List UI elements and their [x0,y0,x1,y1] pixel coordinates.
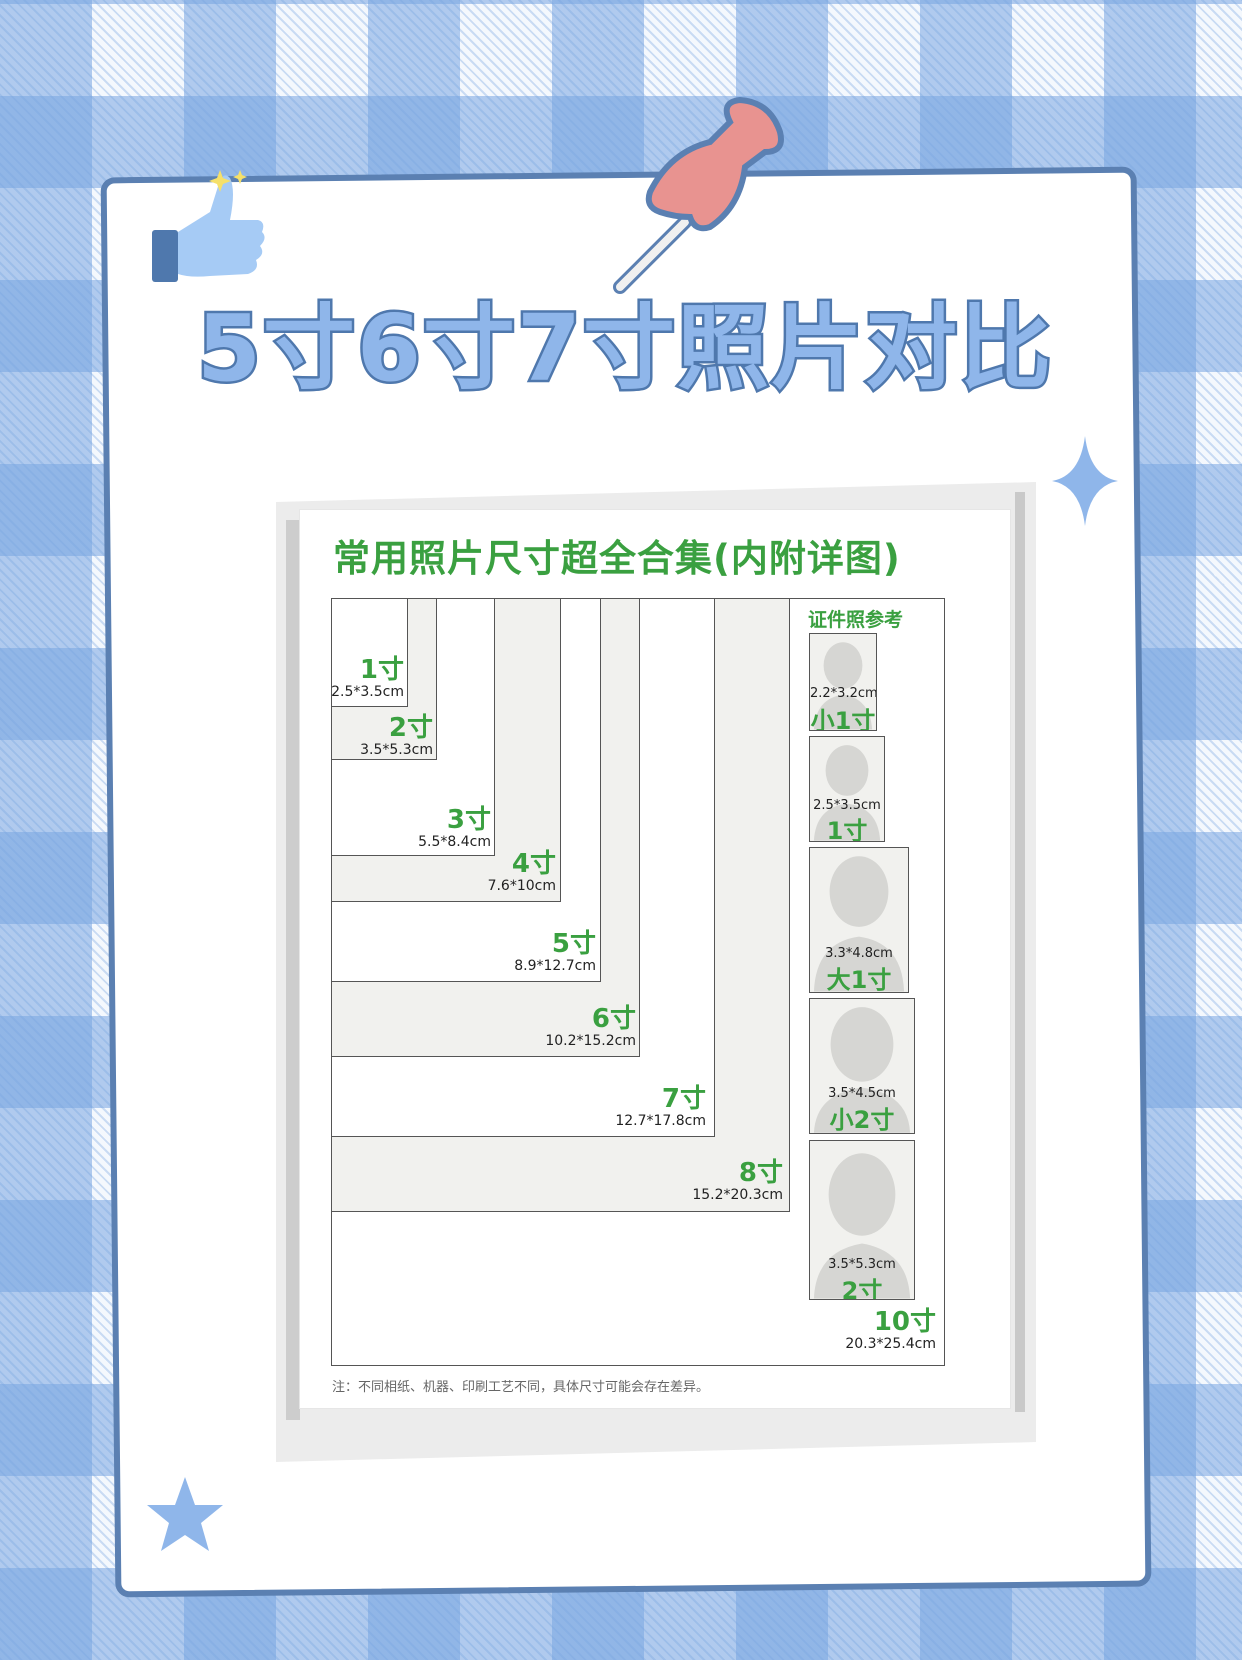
size-name: 4寸 [511,849,556,879]
size-dim: 5.5*8.4cm [418,834,491,850]
size-dim: 12.7*17.8cm [615,1113,706,1129]
id-dim: 2.5*3.5cm [813,798,881,813]
size-dim: 20.3*25.4cm [845,1336,936,1352]
person-silhouette-icon [813,856,905,992]
size-dim: 7.6*10cm [487,878,556,894]
person-silhouette-icon [813,745,881,841]
size-name: 1寸 [359,655,404,685]
id-photo-1cun: 2.5*3.5cm 1寸 [809,736,885,842]
size-dim: 8.9*12.7cm [514,958,596,974]
size-dim: 2.5*3.5cm [331,684,404,700]
label-6cun: 6寸 10.2*15.2cm [545,1005,636,1049]
page-title: 5寸6寸7寸照片对比 [194,293,1053,403]
label-4cun: 4寸 7.6*10cm [488,850,556,894]
person-silhouette-icon [813,642,873,730]
id-photo-2cun: 3.5*5.3cm 2寸 [809,1140,915,1300]
size-name: 8寸 [738,1158,783,1188]
label-2cun: 2寸 3.5*5.3cm [360,714,433,758]
id-name: 2寸 [841,1277,883,1300]
push-pin-icon [613,96,784,294]
sparkle-star-icon [1052,436,1118,526]
svg-text:5寸6寸7寸照片对比: 5寸6寸7寸照片对比 [197,295,1053,402]
size-name: 7寸 [661,1084,706,1114]
footnote: 注：不同相纸、机器、印刷工艺不同，具体尺寸可能会存在差异。 [332,1380,710,1395]
person-silhouette-icon [813,1007,911,1133]
size-name: 6寸 [591,1004,636,1034]
size-dim: 10.2*15.2cm [545,1033,636,1049]
label-8cun: 8寸 15.2*20.3cm [692,1159,783,1203]
id-photo-section-title: 证件照参考 [808,609,904,631]
panel-title: 常用照片尺寸超全合集(内附详图) [333,537,901,580]
id-dim: 3.5*4.5cm [828,1086,896,1101]
size-name: 10寸 [873,1307,936,1337]
id-dim: 2.2*3.2cm [810,686,877,701]
id-photo-small-2cun: 3.5*4.5cm 小2寸 [809,998,915,1134]
size-name: 2寸 [388,713,433,743]
size-dim: 3.5*5.3cm [360,742,433,758]
size-name: 3寸 [446,805,491,835]
label-7cun: 7寸 12.7*17.8cm [615,1085,706,1129]
id-name: 大1寸 [826,966,892,993]
id-name: 小1寸 [810,707,876,731]
frame-1cun [331,598,408,707]
id-dim: 3.3*4.8cm [825,946,893,961]
id-photo-small-1cun: 2.2*3.2cm 小1寸 [809,633,877,731]
book-spine [1015,492,1025,1412]
label-5cun: 5寸 8.9*12.7cm [514,930,596,974]
label-1cun: 1寸 2.5*3.5cm [331,656,404,700]
id-name: 1寸 [826,817,868,842]
person-silhouette-icon [813,1153,911,1299]
star-icon [147,1477,223,1551]
thumbs-up-icon [152,170,265,282]
id-dim: 3.5*5.3cm [828,1257,896,1272]
book-left-edge [286,520,300,1420]
label-3cun: 3寸 5.5*8.4cm [418,806,491,850]
label-10cun: 10寸 20.3*25.4cm [845,1308,936,1352]
size-dim: 15.2*20.3cm [692,1187,783,1203]
id-photo-large-1cun: 3.3*4.8cm 大1寸 [809,847,909,993]
id-name: 小2寸 [829,1106,895,1134]
size-name: 5寸 [551,929,596,959]
